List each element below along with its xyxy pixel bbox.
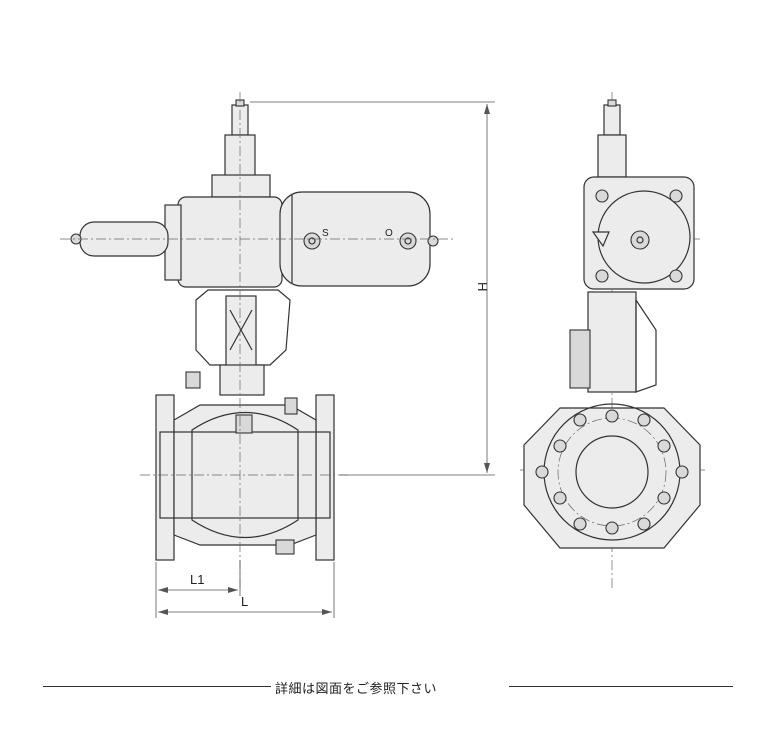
dimension-l1-label: L1	[190, 572, 204, 587]
yoke-bracket	[195, 289, 291, 366]
dimension-l-label: L	[241, 594, 248, 609]
dimension-h-label: H	[475, 282, 490, 291]
dimension-l	[155, 560, 335, 618]
footer-note-text: 詳細は図面をご参照下さい	[275, 682, 438, 697]
bolt-left	[185, 371, 201, 389]
side-indicator-post	[603, 104, 621, 136]
ball	[191, 412, 299, 538]
actuator-housing	[177, 196, 283, 288]
footer-rule-left	[43, 686, 271, 687]
shut-mark: S	[322, 228, 329, 239]
side-body-octagon	[523, 407, 701, 549]
open-mark: O	[385, 228, 393, 239]
footer-note: 詳細は図面をご参照下さい	[43, 676, 733, 698]
shut-indicator-icon	[303, 232, 321, 250]
footer-rule-right	[509, 686, 733, 687]
side-bore	[575, 435, 649, 509]
bolt-bottom	[275, 539, 295, 555]
dimension-h	[250, 101, 495, 476]
front-view	[60, 92, 455, 590]
open-indicator-icon	[399, 232, 417, 250]
flange-left	[155, 394, 175, 561]
side-neck	[587, 291, 637, 393]
top-cap	[211, 174, 271, 198]
flange-right	[315, 394, 335, 561]
side-view	[520, 92, 705, 590]
